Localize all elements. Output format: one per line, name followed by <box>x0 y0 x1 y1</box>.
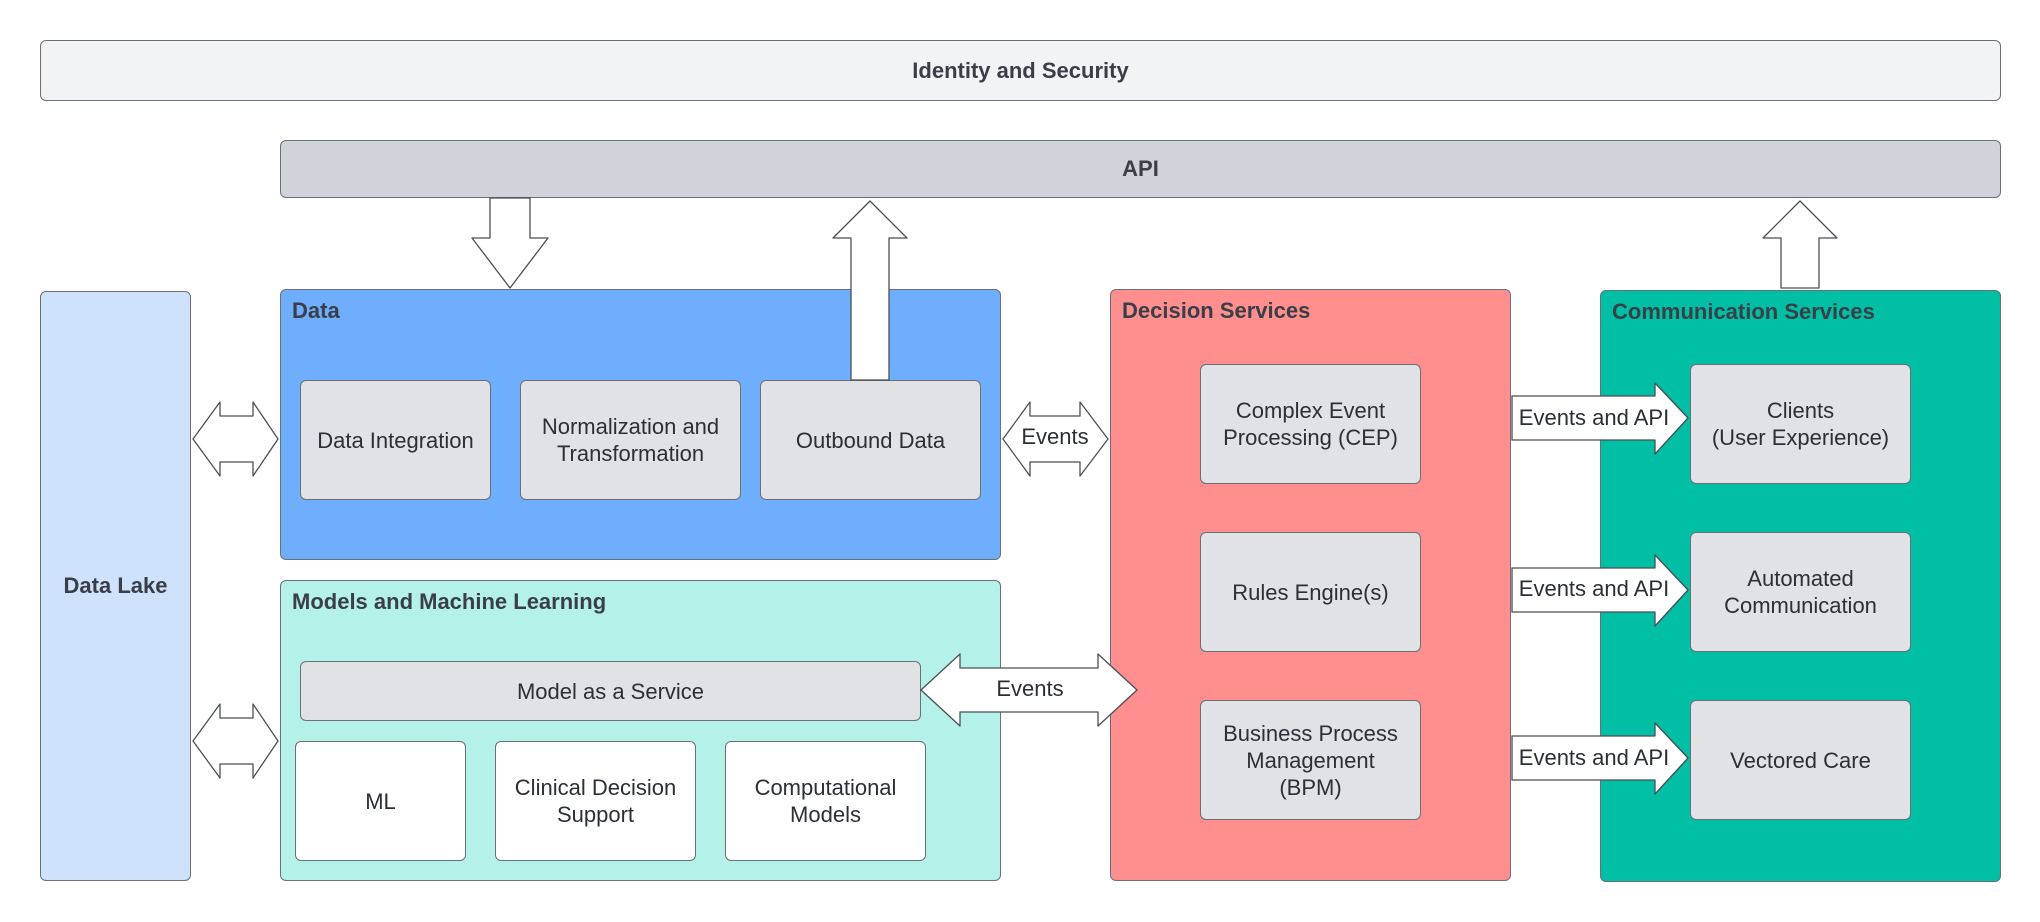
api-bar: API <box>280 140 2001 198</box>
outbound-up-arrow <box>832 200 908 381</box>
decision-automated-arrow <box>1511 554 1689 627</box>
models-decision-events-label: Events <box>996 676 1064 701</box>
vectored-care-box: Vectored Care <box>1690 700 1911 820</box>
data-integration-box: Data Integration <box>300 380 491 500</box>
computational-models-box: Computational Models <box>725 741 926 861</box>
identity-security-bar: Identity and Security <box>40 40 2001 101</box>
ml-box: ML <box>295 741 466 861</box>
data-lake-box: Data Lake <box>40 291 191 881</box>
model-as-a-service-box: Model as a Service <box>300 661 921 721</box>
decision-automated-label: Events and API <box>1518 576 1670 601</box>
data-decision-arrow <box>1002 401 1109 477</box>
decision-clients-label: Events and API <box>1518 405 1670 430</box>
bpm-box: Business Process Management (BPM) <box>1200 700 1421 820</box>
models-decision-arrow <box>920 653 1138 727</box>
data-decision-events-label: Events <box>1021 424 1089 449</box>
api-down-arrow <box>471 197 549 289</box>
communication-up-arrow <box>1762 200 1838 289</box>
cep-box: Complex Event Processing (CEP) <box>1200 364 1421 484</box>
datalake-data-arrow <box>192 401 279 477</box>
clients-box: Clients (User Experience) <box>1690 364 1911 484</box>
decision-services-title: Decision Services <box>1122 298 1311 323</box>
clinical-decision-support-box: Clinical Decision Support <box>495 741 696 861</box>
data-section-title: Data <box>292 298 340 323</box>
decision-vectored-label: Events and API <box>1518 745 1670 770</box>
identity-security-label: Identity and Security <box>912 57 1129 83</box>
communication-services-section: Communication Services Clients (User Exp… <box>1600 290 2001 882</box>
decision-clients-arrow <box>1511 382 1689 455</box>
communication-services-title: Communication Services <box>1612 299 1875 324</box>
rules-engine-box: Rules Engine(s) <box>1200 532 1421 652</box>
decision-services-section: Decision Services Complex Event Processi… <box>1110 289 1511 881</box>
models-ml-section: Models and Machine Learning Model as a S… <box>280 580 1001 881</box>
api-label: API <box>1122 156 1159 181</box>
automated-communication-box: Automated Communication <box>1690 532 1911 652</box>
datalake-models-arrow <box>192 703 279 779</box>
normalization-transformation-box: Normalization and Transformation <box>520 380 741 500</box>
data-lake-label: Data Lake <box>63 573 168 598</box>
decision-vectored-arrow <box>1511 722 1689 795</box>
models-ml-section-title: Models and Machine Learning <box>292 589 607 614</box>
